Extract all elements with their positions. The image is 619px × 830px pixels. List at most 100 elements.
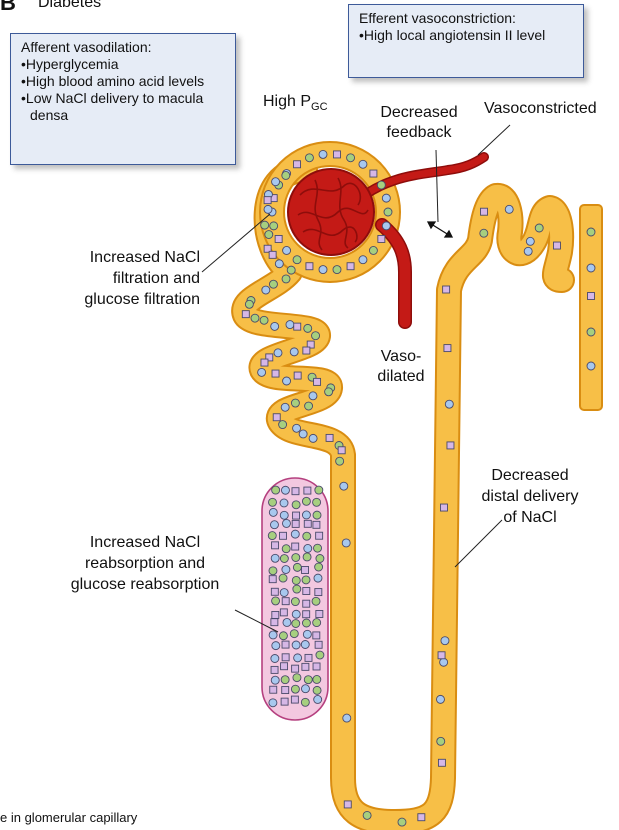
reabsorption-line2: reabsorption and (85, 555, 205, 572)
sodium-marker (304, 487, 311, 494)
sodium-marker (280, 532, 287, 539)
afferent-item: Low NaCl delivery to macula densa (21, 90, 225, 124)
glucose-particle (316, 651, 324, 659)
sodium-marker (261, 359, 268, 366)
glucose-particle (398, 818, 406, 826)
afferent-vasodilation-box: Afferent vasodilation: Hyperglycemia Hig… (10, 33, 236, 165)
glucose-particle (312, 597, 320, 605)
vasodilated-line1: Vaso- (381, 348, 422, 365)
glucose-particle (293, 585, 301, 593)
chloride-particle (314, 574, 322, 582)
sodium-marker (292, 665, 299, 672)
chloride-particle (291, 530, 299, 538)
chloride-particle (290, 348, 298, 356)
glucose-particle (304, 324, 312, 332)
sodium-marker (269, 576, 276, 583)
chloride-particle (293, 424, 301, 432)
sodium-marker (302, 566, 309, 573)
sodium-marker (440, 504, 447, 511)
glucose-particle (279, 632, 287, 640)
chloride-particle (309, 392, 317, 400)
sodium-marker (438, 759, 445, 766)
chloride-particle (343, 714, 351, 722)
sodium-marker (316, 532, 323, 539)
glucose-particle (333, 266, 341, 274)
sodium-marker (270, 686, 277, 693)
glucose-particle (315, 563, 323, 571)
glucose-particle (270, 222, 278, 230)
glucose-particle (268, 532, 276, 540)
glucose-particle (313, 686, 321, 694)
sodium-marker (344, 801, 351, 808)
sodium-marker (370, 170, 377, 177)
high-pgc-label: High PGC (263, 93, 328, 113)
chloride-particle (262, 286, 270, 294)
footer-caption: e in glomerular capillary (0, 810, 137, 825)
chloride-particle (314, 695, 322, 703)
glucose-particle (251, 314, 259, 322)
sodium-marker (282, 641, 289, 648)
glucose-particle (269, 280, 277, 288)
feedback-arrow (428, 222, 452, 237)
chloride-particle (382, 194, 390, 202)
glucose-particle (336, 457, 344, 465)
glucose-particle (291, 399, 299, 407)
sodium-marker (302, 663, 309, 670)
glucose-particle (313, 675, 321, 683)
glucose-particle (313, 619, 321, 627)
glucose-particle (369, 246, 377, 254)
glucose-particle (363, 811, 371, 819)
chloride-particle (445, 400, 453, 408)
sodium-marker (271, 619, 278, 626)
sodium-marker (326, 434, 333, 441)
chloride-particle (319, 150, 327, 158)
sodium-marker (242, 311, 249, 318)
chloride-particle (270, 521, 278, 529)
glucose-particle (279, 421, 287, 429)
sodium-marker (306, 263, 313, 270)
chloride-particle (281, 486, 289, 494)
chloride-particle (292, 641, 300, 649)
glucose-particle (287, 266, 295, 274)
glucose-particle (384, 208, 392, 216)
chloride-particle (272, 642, 280, 650)
sodium-marker (273, 414, 280, 421)
glucose-particle (312, 332, 320, 340)
chloride-particle (505, 205, 513, 213)
reabsorption-line1: Increased NaCl (90, 534, 200, 551)
sodium-marker (313, 521, 320, 528)
chloride-particle (340, 482, 348, 490)
filtration-line2: filtration and (113, 270, 200, 287)
sodium-marker (281, 698, 288, 705)
chloride-particle (280, 511, 288, 519)
glucose-particle (302, 576, 310, 584)
chloride-particle (359, 160, 367, 168)
glucose-particle (302, 619, 310, 627)
glucose-particle (313, 498, 321, 506)
sodium-marker (304, 520, 311, 527)
chloride-particle (269, 699, 277, 707)
chloride-particle (436, 695, 444, 703)
sodium-marker (443, 286, 450, 293)
glucose-particle (261, 221, 269, 229)
filtration-line1: Increased NaCl (90, 249, 200, 266)
sodium-marker (272, 370, 279, 377)
glucose-particle (293, 674, 301, 682)
sodium-marker (293, 512, 300, 519)
sodium-marker (315, 641, 322, 648)
chloride-particle (524, 247, 532, 255)
chloride-particle (286, 321, 294, 329)
chloride-particle (301, 640, 309, 648)
sodium-marker (269, 251, 276, 258)
glucose-particle (301, 698, 309, 706)
glucose-particle (272, 597, 280, 605)
decreased-feedback-line1: Decreased (380, 104, 457, 121)
glucose-particle (292, 620, 300, 628)
glucose-particle (265, 231, 273, 239)
vasoconstricted-label: Vasoconstricted (484, 100, 597, 117)
sodium-marker (481, 208, 488, 215)
sodium-marker (291, 696, 298, 703)
glucose-particle (291, 598, 299, 606)
sodium-marker (378, 235, 385, 242)
sodium-marker (315, 589, 322, 596)
